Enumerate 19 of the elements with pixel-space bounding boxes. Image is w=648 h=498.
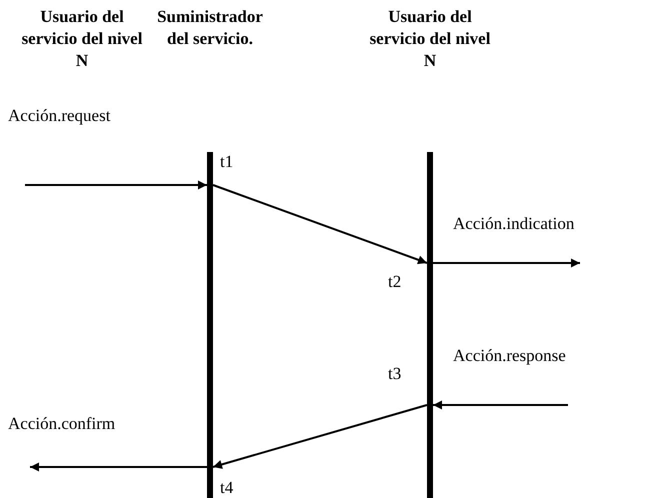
edge-label: Acción.confirm <box>8 414 116 434</box>
arrow <box>433 258 580 268</box>
column-heading: Usuario del servicio del nivel N <box>20 6 144 72</box>
edge-label: Acción.indication <box>453 214 574 234</box>
edge-label: Acción.response <box>453 346 566 366</box>
edge-label: Acción.request <box>8 106 110 126</box>
column-heading: Usuario del servicio del nivel N <box>368 6 492 72</box>
time-label: t1 <box>220 152 234 172</box>
lifeline-bar <box>207 152 213 498</box>
arrow <box>25 180 207 190</box>
arrow <box>433 400 568 410</box>
column-heading: Suministrador del servicio. <box>156 6 264 50</box>
time-label: t2 <box>388 272 402 292</box>
time-label: t3 <box>388 364 402 384</box>
arrow <box>212 184 428 264</box>
arrow <box>212 404 428 469</box>
time-label: t4 <box>220 478 234 498</box>
arrow <box>30 462 207 472</box>
lifeline-bar <box>427 152 433 498</box>
